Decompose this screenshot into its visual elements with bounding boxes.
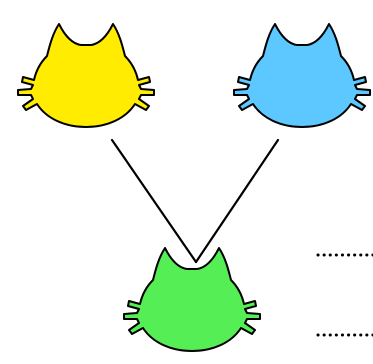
- edge-left-parent-to-child: [110, 138, 198, 264]
- cat-head-yellow: [17, 23, 155, 128]
- cat-head-green: [123, 247, 261, 352]
- cat-head-blue: [233, 23, 371, 128]
- edge-right-parent-to-child: [194, 138, 280, 264]
